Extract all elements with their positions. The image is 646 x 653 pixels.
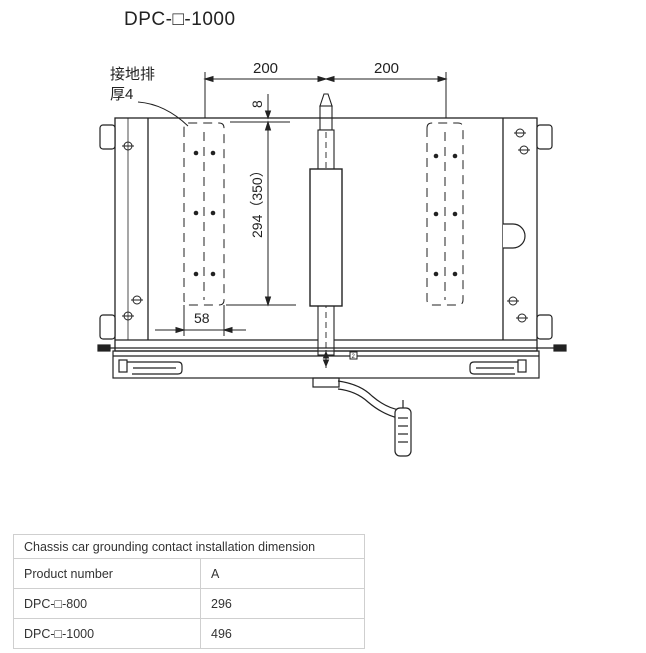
mounting-holes (122, 128, 530, 323)
left-handle (127, 361, 183, 375)
dim-left-spacing: 200 (253, 60, 278, 77)
product-number-cell: DPC-□-800 (13, 588, 201, 619)
ground-bar-leader-line (137, 101, 189, 127)
dim-width-lines (155, 305, 246, 336)
dim-offset-lines (230, 94, 290, 123)
installation-dimension-table: Chassis car grounding contact installati… (13, 534, 365, 649)
base-markers (322, 350, 358, 368)
right-handle (469, 361, 518, 375)
dimension-a-cell: 296 (200, 588, 365, 619)
product-number-cell: DPC-□-1000 (13, 618, 201, 649)
header-a: A (200, 558, 365, 589)
dim-height: 294（350） (249, 163, 265, 238)
table-row: DPC-□-800 296 (13, 588, 365, 619)
central-screw-shaft (309, 93, 343, 356)
dim-height-lines (226, 120, 296, 307)
right-contact-slot (426, 122, 464, 306)
dim-right-spacing: 200 (374, 60, 399, 77)
right-contact-bolts (433, 153, 458, 277)
small-box-mark: 2 (352, 354, 356, 360)
ground-bar-label: 接地排 (110, 66, 155, 83)
right-side-cutout (503, 223, 526, 249)
left-contact-slot (183, 122, 225, 306)
table-header-row: Product number A (13, 558, 365, 589)
ground-bar-thickness-label: 厚4 (110, 86, 133, 103)
dim-offset: 8 (249, 100, 265, 108)
dimension-a-cell: 496 (200, 618, 365, 649)
left-contact-bolts (193, 150, 216, 277)
table-caption: Chassis car grounding contact installati… (13, 534, 365, 559)
table-caption-row: Chassis car grounding contact installati… (13, 534, 365, 559)
table-row: DPC-□-1000 496 (13, 618, 365, 649)
technical-drawing: DPC-□-1000 接地排 厚4 200 200 (97, 9, 567, 457)
drawing-title: DPC-□-1000 (124, 9, 236, 30)
top-dimension-lines (203, 72, 448, 118)
crank-handle (312, 377, 412, 457)
dim-width: 58 (194, 310, 210, 326)
header-product-number: Product number (13, 558, 201, 589)
side-lugs (99, 124, 553, 340)
